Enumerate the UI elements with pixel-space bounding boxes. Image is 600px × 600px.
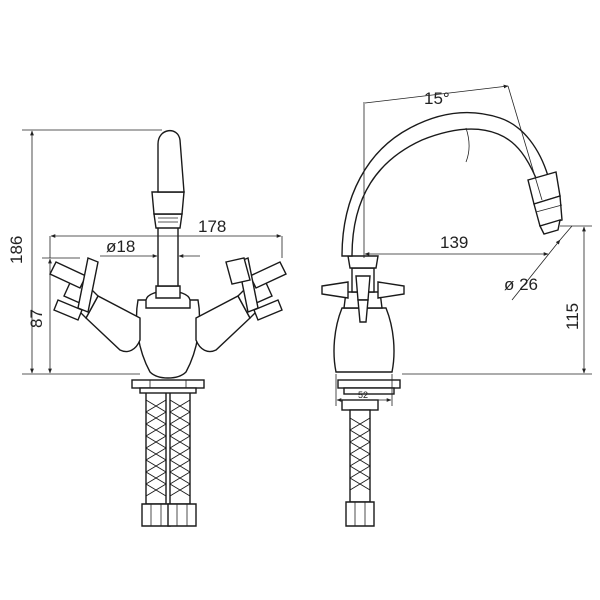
dimension-outlet-diameter: ø 26 — [504, 275, 538, 294]
front-right-handle — [225, 257, 287, 321]
front-left-handle — [49, 257, 99, 321]
front-dimensions — [22, 129, 283, 375]
side-dimensions — [335, 84, 592, 406]
side-body — [333, 255, 395, 373]
dimension-spout-reach: 139 — [440, 233, 468, 252]
dimension-body-height: 87 — [27, 309, 46, 328]
dimension-spread: 178 — [198, 217, 226, 236]
dimension-total-height: 186 — [7, 236, 26, 264]
side-hose — [337, 379, 401, 527]
front-hoses — [141, 391, 197, 527]
dimension-spout-diameter: ø18 — [106, 237, 135, 256]
dimension-swivel-angle: 15° — [424, 89, 450, 108]
side-handle — [321, 275, 405, 323]
dimension-outlet-height: 115 — [563, 303, 582, 330]
front-view: 186 87 178 ø18 — [7, 129, 287, 527]
dimension-base-width: 52 — [358, 390, 368, 400]
front-body — [79, 285, 257, 379]
front-base-plate — [131, 379, 205, 394]
front-spout — [151, 130, 185, 287]
side-view: 15° 139 ø 26 115 52 — [321, 84, 592, 527]
